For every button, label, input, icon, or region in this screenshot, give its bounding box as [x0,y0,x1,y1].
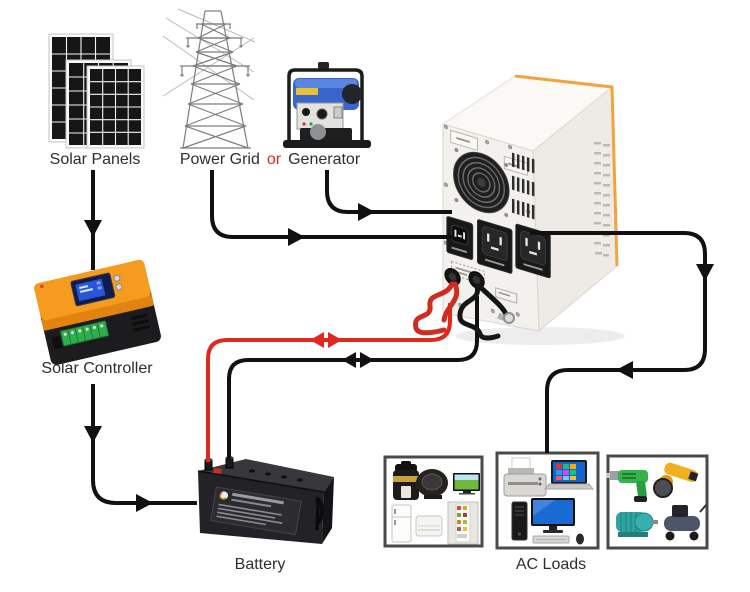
power-grid-label: Power Grid [179,151,260,168]
ac-loads-box-appliances [383,455,484,548]
inverter-dc-terminals [444,268,518,304]
solar-panels-label: Solar Panels [49,151,141,168]
generator-label: Generator [288,151,361,168]
wire-generator-to-inverter [325,170,452,221]
solar-panels-image [48,33,145,149]
ac-loads-label: AC Loads [515,556,587,573]
inverter-vent-slots [511,152,535,220]
solar-controller-label: Solar Controller [41,360,153,377]
or-label: or [266,151,282,168]
inverter-ac-outlet [477,219,513,274]
wire-grid-to-inverter [210,170,453,246]
inverter-battery-cables [413,281,515,341]
solar-controller-image [34,259,161,365]
inverter-ac-input-socket [446,216,474,260]
wire-inverter-to-battery-positive [206,303,452,462]
ac-loads-box-tools [606,454,709,550]
generator-image [283,62,371,148]
inverter-fan-icon [453,147,510,218]
wire-controller-to-battery [84,384,197,512]
battery-image [197,456,334,544]
wire-panels-to-controller [84,170,102,270]
inverter-ac-outlet [515,223,551,279]
ac-loads-box-computers [495,451,600,550]
inverter-image [441,74,625,345]
wire-inverter-to-ac-loads [530,231,714,453]
power-source-label: Power Grid or Generator [180,151,360,169]
wire-inverter-to-battery-negative [227,296,479,460]
battery-label: Battery [234,556,286,573]
power-grid-tower-image [162,8,256,149]
